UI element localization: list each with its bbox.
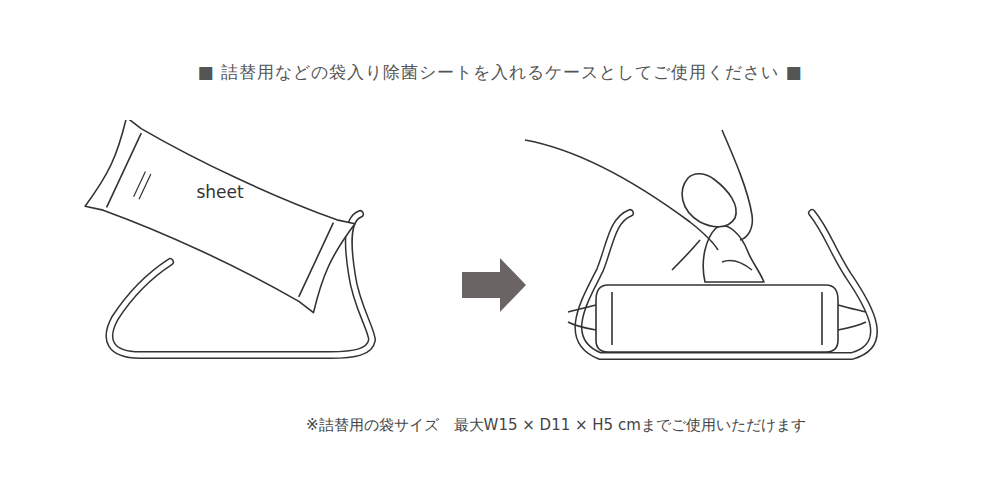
- node-label: sheet: [196, 182, 243, 202]
- title: ■ 詰替用などの袋入り除菌シートを入れるケースとしてご使用ください ■: [198, 61, 803, 84]
- hand: [525, 130, 764, 282]
- sheet-packet: sheet: [80, 120, 370, 320]
- case-right: [578, 213, 874, 356]
- packet-outline: [80, 120, 370, 320]
- size-note: ※詰替用の袋サイズ 最大W15 × D11 × H5 cmまでご使用いただけます: [306, 416, 806, 435]
- arrow-symbol: [462, 258, 526, 312]
- sheet-packet: [568, 285, 866, 352]
